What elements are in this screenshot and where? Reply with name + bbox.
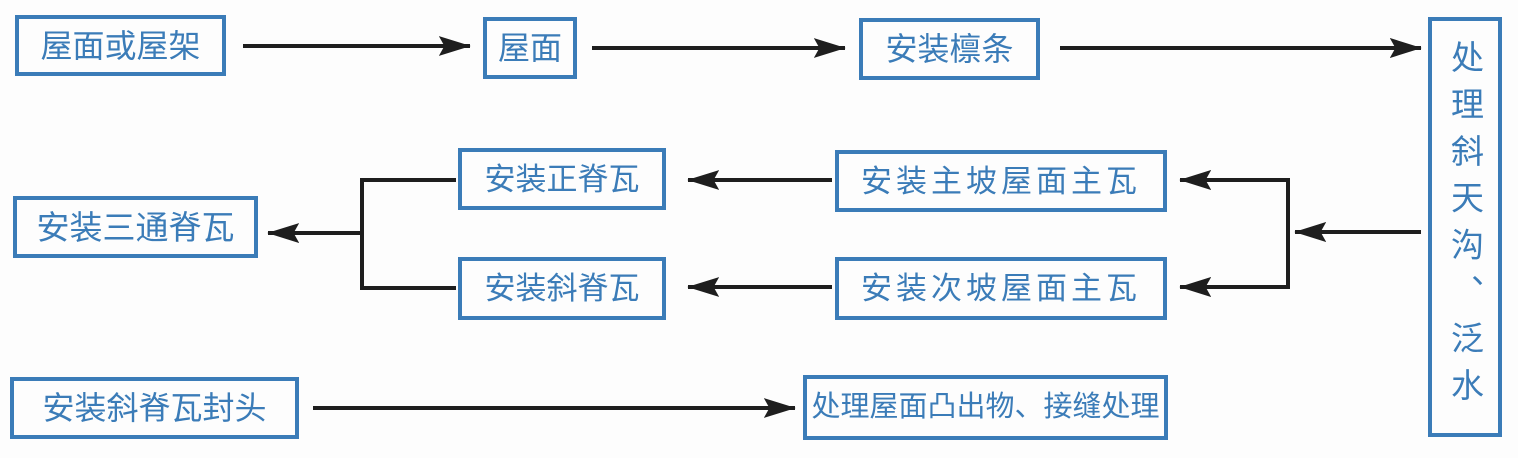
- node-label: 处理斜天沟、泛水: [1446, 39, 1484, 415]
- node-label: 处理屋面凸出物、接缝处理: [811, 391, 1160, 423]
- node-roof: 屋面: [483, 17, 577, 79]
- node-install-secondary-slope-tiles: 安装次坡屋面主瓦: [835, 257, 1167, 320]
- node-label: 安装次坡屋面主瓦: [861, 271, 1141, 306]
- node-install-three-way-ridge-tiles: 安装三通脊瓦: [13, 196, 258, 258]
- node-treat-valley-flashing: 处理斜天沟、泛水: [1428, 17, 1502, 437]
- node-install-hip-ridge-end-caps: 安装斜脊瓦封头: [10, 377, 299, 439]
- node-label: 安装檩条: [885, 31, 1014, 67]
- node-install-hip-ridge-tiles: 安装斜脊瓦: [458, 257, 666, 320]
- node-install-purlins: 安装檩条: [859, 18, 1040, 80]
- node-label: 屋面: [497, 30, 562, 66]
- node-treat-roof-protrusions-seams: 处理屋面凸出物、接缝处理: [803, 375, 1168, 440]
- node-install-main-ridge-tiles: 安装正脊瓦: [458, 148, 666, 210]
- node-label: 安装主坡屋面主瓦: [861, 163, 1141, 199]
- node-label: 安装斜脊瓦: [484, 271, 640, 306]
- node-label: 安装三通脊瓦: [36, 208, 235, 246]
- node-roof-or-truss: 屋面或屋架: [15, 15, 226, 76]
- node-label: 安装斜脊瓦封头: [42, 390, 267, 426]
- node-label: 安装正脊瓦: [484, 161, 640, 197]
- node-label: 屋面或屋架: [40, 27, 201, 64]
- node-install-main-slope-tiles: 安装主坡屋面主瓦: [835, 150, 1167, 212]
